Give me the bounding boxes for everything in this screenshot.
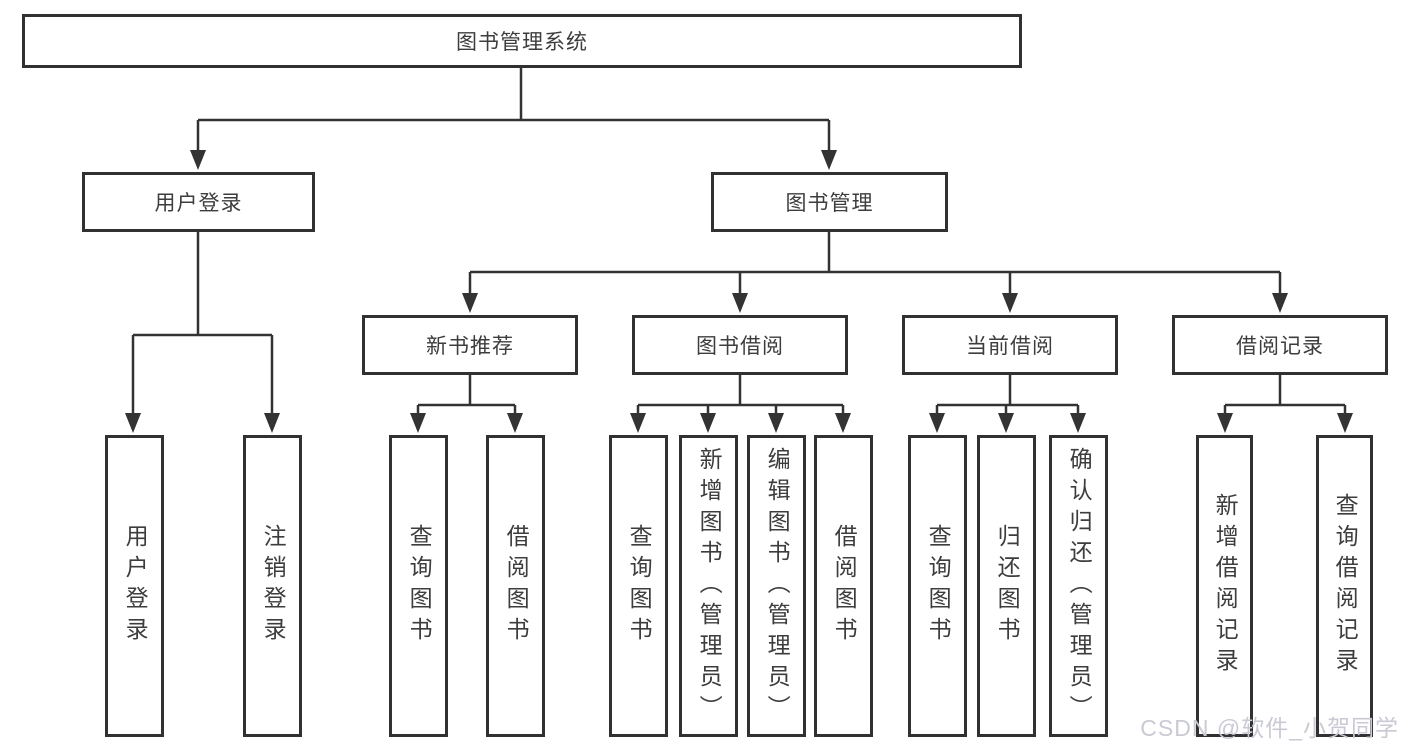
arrowhead: [929, 413, 945, 433]
leaf-borrow-query-books: 查询图书: [609, 435, 668, 737]
arrowhead: [125, 413, 141, 433]
arrowhead: [264, 413, 280, 433]
node-new-book-recommend-label: 新书推荐: [426, 335, 514, 358]
arrowhead: [190, 150, 206, 170]
leaf-record-query-borrow-record-label: 查询借阅记录: [1332, 493, 1359, 679]
node-borrow-record-label: 借阅记录: [1236, 335, 1324, 358]
node-book-management: 图书管理: [711, 172, 948, 232]
leaf-current-return-books-label: 归还图书: [994, 524, 1021, 648]
node-borrow-record: 借阅记录: [1172, 315, 1388, 375]
arrowhead: [821, 150, 837, 170]
leaf-borrow-add-books-admin: 新增图书（管理员）: [679, 435, 738, 737]
leaf-current-query-books: 查询图书: [908, 435, 967, 737]
leaf-recommend-query-books: 查询图书: [389, 435, 448, 737]
arrowhead: [732, 293, 748, 313]
leaf-current-confirm-return-admin-label: 确认归还（管理员）: [1066, 446, 1093, 726]
arrowhead: [507, 413, 523, 433]
leaf-current-query-books-label: 查询图书: [925, 524, 952, 648]
node-root: 图书管理系统: [22, 14, 1022, 68]
arrowhead: [1070, 413, 1086, 433]
leaf-logout-label: 注销登录: [260, 524, 287, 648]
node-user-login-label: 用户登录: [154, 192, 243, 215]
arrowhead: [1002, 293, 1018, 313]
leaf-borrow-edit-books-admin-label: 编辑图书（管理员）: [764, 446, 791, 726]
leaf-record-add-borrow-record-label: 新增借阅记录: [1212, 493, 1239, 679]
leaf-user-login-label: 用户登录: [122, 524, 149, 648]
node-current-borrow: 当前借阅: [902, 315, 1118, 375]
arrowhead: [1337, 413, 1353, 433]
leaf-logout: 注销登录: [243, 435, 302, 737]
node-user-login: 用户登录: [82, 172, 315, 232]
arrowhead: [835, 413, 851, 433]
leaf-borrow-borrow-books: 借阅图书: [814, 435, 873, 737]
leaf-current-return-books: 归还图书: [977, 435, 1036, 737]
node-book-borrow-label: 图书借阅: [696, 335, 784, 358]
watermark-text: CSDN @软件_小贺同学: [1140, 715, 1399, 741]
leaf-borrow-query-books-label: 查询图书: [626, 524, 653, 648]
leaf-borrow-edit-books-admin: 编辑图书（管理员）: [747, 435, 806, 737]
arrowhead: [1217, 413, 1233, 433]
arrowhead: [1272, 293, 1288, 313]
leaf-user-login: 用户登录: [105, 435, 164, 737]
leaf-recommend-borrow-books: 借阅图书: [486, 435, 545, 737]
leaf-record-query-borrow-record: 查询借阅记录: [1316, 435, 1373, 737]
arrowhead: [768, 413, 784, 433]
node-current-borrow-label: 当前借阅: [966, 335, 1054, 358]
leaf-recommend-query-books-label: 查询图书: [406, 524, 433, 648]
leaf-borrow-borrow-books-label: 借阅图书: [831, 524, 858, 648]
arrowhead: [700, 413, 716, 433]
arrowhead: [410, 413, 426, 433]
leaf-current-confirm-return-admin: 确认归还（管理员）: [1049, 435, 1108, 737]
arrowhead: [462, 293, 478, 313]
leaf-borrow-add-books-admin-label: 新增图书（管理员）: [696, 446, 723, 726]
leaf-record-add-borrow-record: 新增借阅记录: [1196, 435, 1253, 737]
arrowhead: [630, 413, 646, 433]
node-book-borrow: 图书借阅: [632, 315, 848, 375]
node-book-management-label: 图书管理: [785, 192, 874, 215]
node-root-label: 图书管理系统: [456, 31, 588, 54]
arrowhead: [998, 413, 1014, 433]
node-new-book-recommend: 新书推荐: [362, 315, 578, 375]
leaf-recommend-borrow-books-label: 借阅图书: [503, 524, 530, 648]
